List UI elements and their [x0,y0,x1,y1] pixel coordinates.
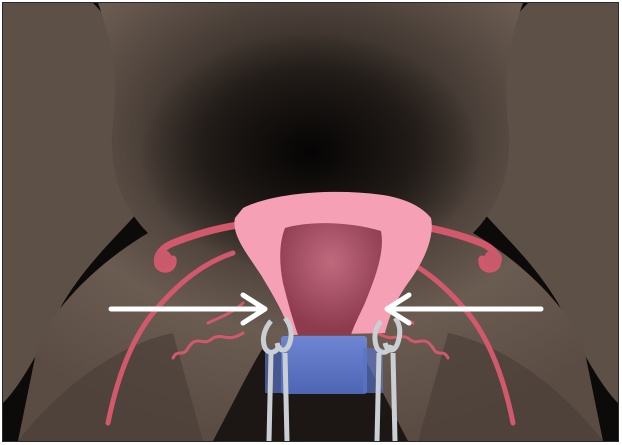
right-ovary [484,250,502,268]
left-ovary [154,250,172,268]
vaginal-canal [281,336,367,394]
anatomy-illustration [3,3,618,441]
